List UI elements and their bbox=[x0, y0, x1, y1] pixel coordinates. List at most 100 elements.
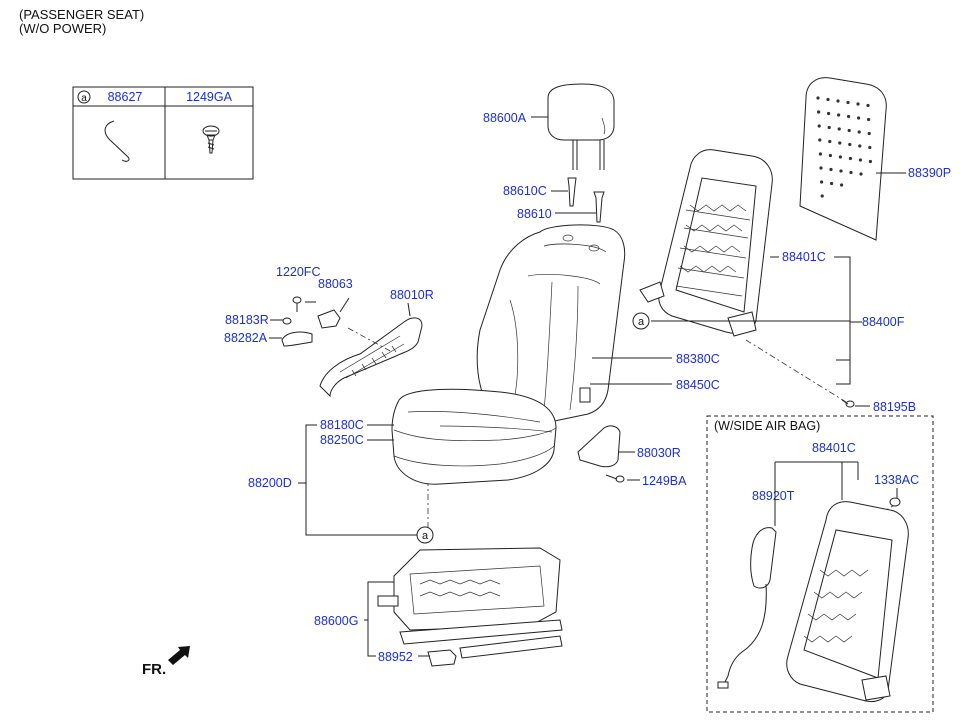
bolt-1220FC bbox=[292, 296, 302, 312]
board-hole bbox=[837, 127, 841, 131]
board-hole bbox=[868, 145, 872, 150]
label-88600G: 88600G bbox=[314, 614, 358, 628]
board-hole bbox=[840, 183, 844, 187]
ref-a-1: a bbox=[638, 316, 645, 328]
header-passenger-seat: (PASSENGER SEAT) bbox=[19, 7, 145, 22]
seat-cushion-frame bbox=[377, 547, 563, 659]
side-airbag-box bbox=[706, 415, 934, 713]
label-88195B: 88195B bbox=[873, 400, 916, 414]
label-88030R: 88030R bbox=[637, 446, 681, 460]
legend-ref-circle bbox=[77, 90, 91, 104]
seat-back-frame bbox=[639, 149, 773, 337]
board-hole bbox=[818, 138, 822, 142]
board-hole bbox=[828, 139, 832, 144]
ref-a-circle-1 bbox=[632, 312, 650, 330]
label-88401C: 88401C bbox=[782, 250, 826, 264]
board-hole bbox=[820, 194, 824, 198]
ref-a-2: a bbox=[422, 530, 429, 542]
board-hole bbox=[829, 167, 833, 172]
board-hole bbox=[836, 99, 840, 103]
side-seat-back-frame bbox=[786, 501, 909, 703]
wire-clip-icon bbox=[104, 120, 130, 162]
board-hole bbox=[848, 156, 853, 161]
label-88010R: 88010R bbox=[390, 288, 434, 302]
board-hole bbox=[817, 124, 821, 128]
board-hole bbox=[858, 144, 862, 148]
legend-table: a 88627 1249GA bbox=[72, 86, 254, 180]
board-hole bbox=[847, 128, 851, 133]
label-88390P: 88390P bbox=[908, 166, 951, 180]
board-hole bbox=[867, 131, 871, 136]
board-hole bbox=[867, 117, 871, 122]
board-hole bbox=[847, 114, 851, 119]
airbag-harness bbox=[723, 583, 767, 685]
board-hole bbox=[817, 110, 821, 114]
back-board bbox=[799, 77, 887, 241]
board-hole bbox=[848, 142, 852, 147]
board-hole bbox=[826, 97, 830, 102]
board-hole bbox=[846, 100, 850, 105]
airbag-module bbox=[750, 527, 777, 589]
leader-lines bbox=[269, 116, 906, 657]
header-wo-power: (W/O POWER) bbox=[19, 21, 107, 36]
screw-1249BA bbox=[605, 474, 625, 483]
label-88610C: 88610C bbox=[503, 184, 547, 198]
label-88400F: 88400F bbox=[862, 315, 905, 329]
side-airbag-panel: (W/SIDE AIR BAG) 88401C 1338AC 88920T bbox=[706, 415, 934, 713]
side-airbag-title: (W/SIDE AIR BAG) bbox=[714, 419, 820, 433]
bolt-88195B bbox=[841, 399, 855, 408]
label-1249BA: 1249BA bbox=[642, 474, 687, 488]
front-arrow-icon bbox=[168, 646, 190, 665]
board-hole bbox=[838, 155, 843, 159]
recliner-lever-88063 bbox=[317, 309, 341, 329]
board-hole bbox=[857, 130, 861, 134]
screw-icon bbox=[202, 125, 220, 154]
board-hole bbox=[857, 116, 861, 120]
seat-cushion bbox=[391, 388, 557, 485]
board-hole bbox=[830, 181, 834, 186]
label-88952: 88952 bbox=[378, 650, 413, 664]
legend-88627: 88627 bbox=[108, 90, 143, 104]
label-88200D: 88200D bbox=[248, 476, 292, 490]
board-hole bbox=[868, 159, 873, 164]
side-shield bbox=[319, 317, 423, 398]
board-hole bbox=[839, 169, 843, 173]
board-hole bbox=[849, 170, 853, 175]
board-hole bbox=[827, 125, 831, 130]
board-hole bbox=[820, 180, 824, 184]
bolt-1338AC bbox=[889, 497, 901, 507]
side-cover bbox=[577, 425, 621, 468]
board-hole bbox=[816, 96, 820, 100]
board-hole bbox=[858, 158, 863, 162]
board-hole bbox=[866, 103, 870, 108]
side-label-88401C: 88401C bbox=[812, 441, 856, 455]
label-88450C: 88450C bbox=[676, 378, 720, 392]
board-hole bbox=[837, 113, 841, 117]
legend-ref-a: a bbox=[81, 93, 87, 104]
board-hole bbox=[827, 111, 831, 116]
side-label-88920T: 88920T bbox=[752, 489, 795, 503]
label-1220FC: 1220FC bbox=[276, 265, 320, 279]
label-88282A: 88282A bbox=[224, 331, 268, 345]
switch-88952 bbox=[427, 649, 457, 667]
back-board-holes bbox=[816, 96, 873, 198]
legend-1249GA: 1249GA bbox=[186, 90, 233, 104]
board-hole bbox=[838, 141, 842, 145]
front-direction-indicator: FR. bbox=[142, 646, 190, 678]
headrest bbox=[547, 83, 615, 170]
label-88180C: 88180C bbox=[320, 418, 364, 432]
ref-a-circle-2 bbox=[416, 526, 434, 544]
label-88183R: 88183R bbox=[225, 313, 269, 327]
label-88250C: 88250C bbox=[320, 433, 364, 447]
label-88600A: 88600A bbox=[483, 111, 527, 125]
knob-88282A bbox=[281, 331, 313, 347]
label-88380C: 88380C bbox=[676, 352, 720, 366]
headrest-guide-88610C bbox=[567, 177, 577, 207]
headrest-guide-88610 bbox=[593, 191, 605, 223]
board-hole bbox=[818, 152, 823, 156]
board-hole bbox=[859, 172, 863, 176]
board-hole bbox=[819, 166, 823, 170]
label-88063: 88063 bbox=[318, 277, 353, 291]
label-88610: 88610 bbox=[517, 207, 552, 221]
